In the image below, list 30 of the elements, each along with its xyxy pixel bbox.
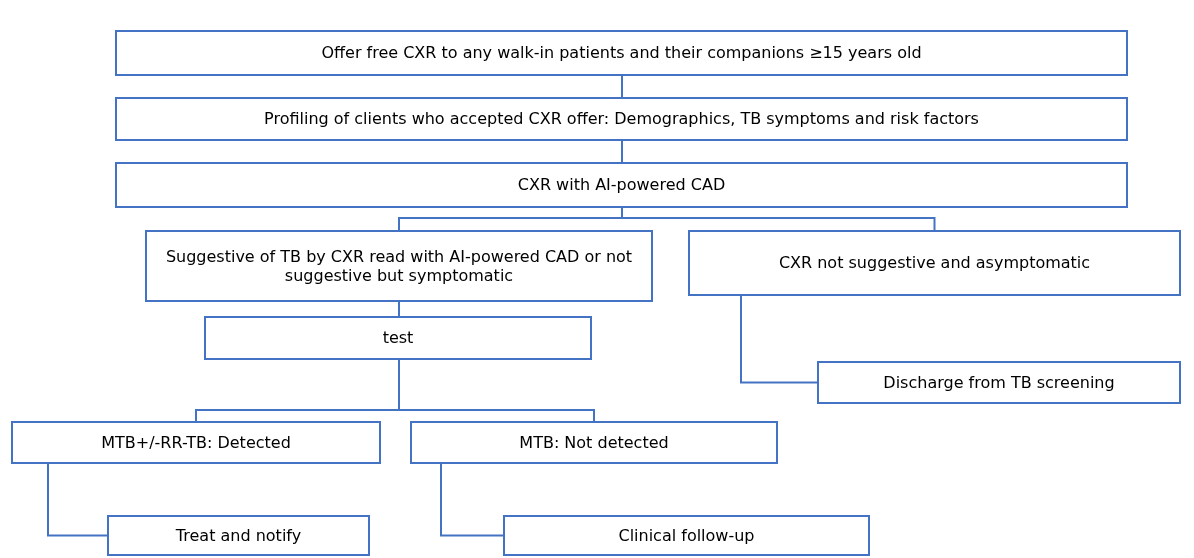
process-box (115, 30, 1128, 76)
process-box (115, 162, 1128, 208)
connector-line (47, 463, 108, 537)
process-box (204, 316, 592, 360)
box-label: MTB: Not detected (519, 432, 669, 453)
connector-line (398, 301, 400, 317)
connector-line (398, 359, 595, 422)
process-box (688, 230, 1181, 296)
box-label: Offer free CXR to any walk-in patients and their companions ≥15 years old (321, 43, 922, 63)
process-box (503, 515, 870, 556)
process-box (115, 97, 1128, 141)
connector-line (440, 463, 504, 537)
process-box (107, 515, 370, 556)
connector-line (621, 207, 936, 231)
box-label: Treat and notify (175, 525, 302, 546)
connector-line (621, 140, 623, 163)
process-box (817, 361, 1181, 404)
box-label: Suggestive of TB by CXR read with AI-powered CAD or not suggestive but symptomatic (164, 246, 634, 286)
process-box (11, 421, 381, 464)
process-box (145, 230, 653, 302)
process-box (410, 421, 778, 464)
box-label: Discharge from TB screening (883, 372, 1115, 393)
box-label: Clinical follow-up (618, 525, 755, 546)
box-label: test (382, 328, 414, 348)
box-label: CXR with AI-powered CAD (517, 175, 726, 195)
connector-line (740, 295, 818, 384)
box-label: MTB+/-RR-TB: Detected (101, 432, 291, 453)
box-label: Profiling of clients who accepted CXR offer: Demographics, TB symptoms and risk factors (264, 109, 979, 129)
box-label: CXR not suggestive and asymptomatic (778, 253, 1091, 273)
connector-line (621, 75, 623, 98)
